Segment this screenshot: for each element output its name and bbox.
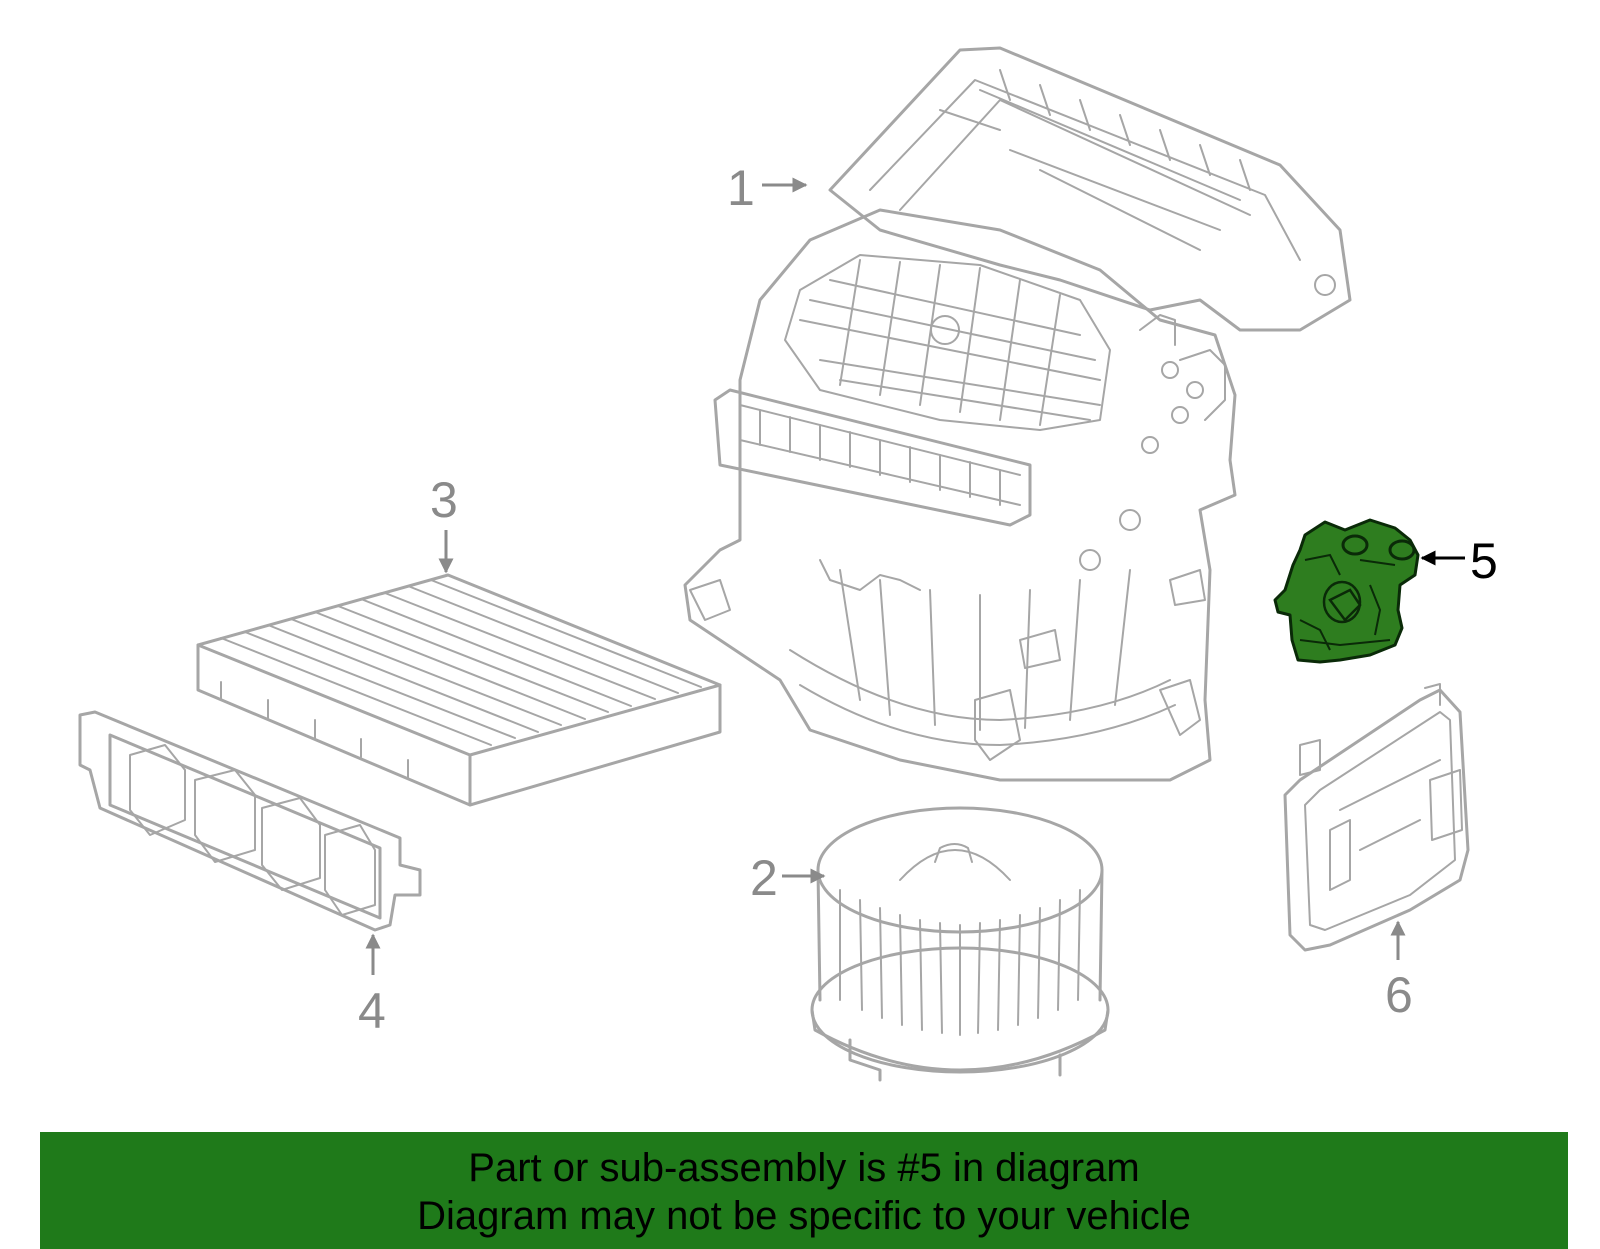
callout-1-label: 1 bbox=[727, 160, 755, 216]
callout-4-label: 4 bbox=[358, 983, 386, 1039]
callout-5: 5 bbox=[1420, 533, 1498, 589]
callout-3: 3 bbox=[430, 472, 458, 574]
callout-5-label: 5 bbox=[1470, 533, 1498, 589]
info-banner: Part or sub-assembly is #5 in diagram Di… bbox=[40, 1132, 1568, 1249]
part-4-filter-cover bbox=[78, 710, 422, 932]
callout-2: 2 bbox=[750, 850, 826, 906]
callout-2-label: 2 bbox=[750, 850, 778, 906]
callout-1: 1 bbox=[727, 160, 808, 216]
part-5-actuator-highlighted bbox=[1273, 518, 1420, 664]
part-3-cabin-filter bbox=[196, 573, 722, 807]
banner-line-2: Diagram may not be specific to your vehi… bbox=[417, 1194, 1191, 1238]
part-1-hvac-housing bbox=[683, 46, 1352, 782]
banner-line-1: Part or sub-assembly is #5 in diagram bbox=[468, 1146, 1140, 1190]
part-2-blower-motor bbox=[810, 806, 1110, 1082]
callout-4: 4 bbox=[358, 933, 386, 1039]
part-6-control-module bbox=[1283, 683, 1470, 952]
callout-3-label: 3 bbox=[430, 472, 458, 528]
callout-6-label: 6 bbox=[1385, 967, 1413, 1023]
callout-6: 6 bbox=[1385, 920, 1413, 1023]
